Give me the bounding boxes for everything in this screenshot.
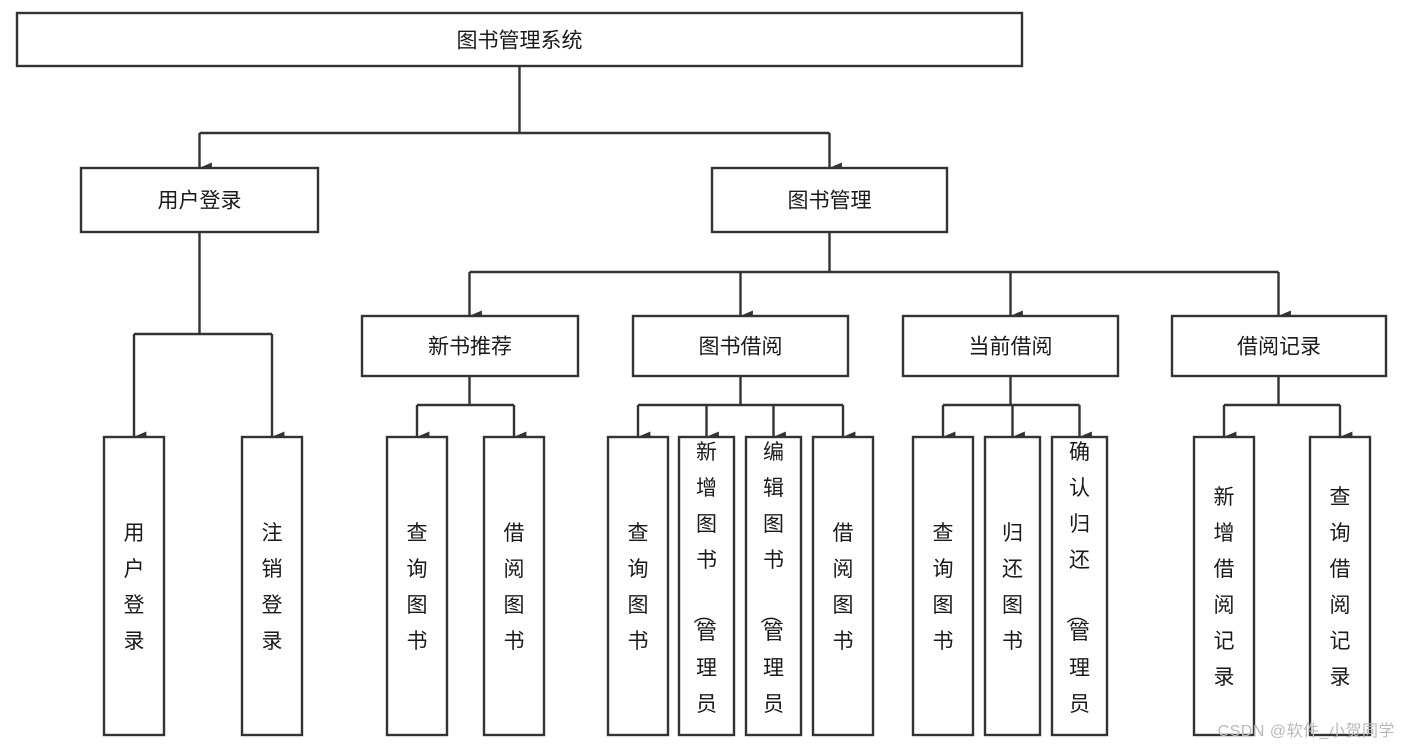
node-book-manage[interactable]: 图书管理 <box>710 166 949 234</box>
leaf-borrow-book-rec-box <box>482 435 546 737</box>
node-new-book-recommend-box <box>360 314 580 378</box>
node-new-book-recommend[interactable]: 新书推荐 <box>360 314 580 378</box>
node-new-book-recommend-label: 新书推荐 <box>428 336 512 359</box>
node-book-manage-box <box>710 166 949 234</box>
leaf-confirm-return-box <box>1050 435 1109 737</box>
node-user-login-label: 用户登录 <box>158 190 242 213</box>
leaf-query-book-rec[interactable]: 查询图书 <box>385 435 449 737</box>
node-current-borrow-box <box>901 314 1120 378</box>
leaf-borrow-book-rec[interactable]: 借阅图书 <box>482 435 546 737</box>
leaf-edit-book-box <box>744 435 803 737</box>
node-book-borrow[interactable]: 图书借阅 <box>631 314 850 378</box>
leaf-user-login-box <box>102 435 166 737</box>
leaf-query-record-box <box>1308 435 1372 737</box>
node-root-label: 图书管理系统 <box>457 30 583 53</box>
node-root[interactable]: 图书管理系统 <box>15 11 1024 68</box>
node-current-borrow-label: 当前借阅 <box>969 336 1053 359</box>
leaf-add-record-box <box>1192 435 1256 737</box>
node-borrow-record-label: 借阅记录 <box>1237 336 1321 359</box>
connector-layer <box>132 66 1353 443</box>
leaf-borrow-book-rec-label: 借阅图书 <box>504 522 525 653</box>
node-borrow-record-box <box>1170 314 1388 378</box>
leaf-query-book-cur-label: 查询图书 <box>933 522 954 653</box>
leaf-confirm-return-label: 确认归还（管理员） <box>1064 441 1090 747</box>
leaf-logout[interactable]: 注销登录 <box>240 435 304 737</box>
leaf-query-record[interactable]: 查询借阅记录 <box>1308 435 1372 737</box>
leaf-add-book-label: 新增图书（管理员） <box>691 441 717 747</box>
node-borrow-record[interactable]: 借阅记录 <box>1170 314 1388 378</box>
leaf-query-book-rec-label: 查询图书 <box>407 522 428 653</box>
leaf-borrow-book-bor-box <box>811 435 875 737</box>
leaf-query-book-rec-box <box>385 435 449 737</box>
leaf-add-record[interactable]: 新增借阅记录 <box>1192 435 1256 737</box>
leaf-query-book-bor-box <box>606 435 670 737</box>
leaf-return-book[interactable]: 归还图书 <box>983 435 1042 737</box>
node-root-box <box>15 11 1024 68</box>
node-book-borrow-box <box>631 314 850 378</box>
node-user-login-box <box>79 166 320 234</box>
csdn-watermark: CSDN @软件_小贺同学 <box>1217 723 1395 740</box>
leaf-user-login-label: 用户登录 <box>124 522 145 653</box>
leaf-logout-label: 注销登录 <box>262 522 283 653</box>
leaf-add-book[interactable]: 新增图书（管理员） <box>677 435 736 747</box>
leaf-edit-book[interactable]: 编辑图书（管理员） <box>744 435 803 747</box>
node-book-manage-label: 图书管理 <box>788 190 872 213</box>
leaf-borrow-book-bor-label: 借阅图书 <box>833 522 854 653</box>
leaf-query-record-label: 查询借阅记录 <box>1330 486 1351 689</box>
leaf-edit-book-label: 编辑图书（管理员） <box>758 441 784 747</box>
leaf-add-book-box <box>677 435 736 737</box>
leaf-logout-box <box>240 435 304 737</box>
leaf-return-book-box <box>983 435 1042 737</box>
leaf-query-book-cur[interactable]: 查询图书 <box>911 435 975 737</box>
node-user-login[interactable]: 用户登录 <box>79 166 320 234</box>
leaf-query-book-cur-box <box>911 435 975 737</box>
leaf-user-login[interactable]: 用户登录 <box>102 435 166 737</box>
leaf-query-book-bor[interactable]: 查询图书 <box>606 435 670 737</box>
leaf-return-book-label: 归还图书 <box>1002 522 1023 653</box>
leaf-borrow-book-bor[interactable]: 借阅图书 <box>811 435 875 737</box>
leaf-confirm-return[interactable]: 确认归还（管理员） <box>1050 435 1109 747</box>
leaf-query-book-bor-label: 查询图书 <box>628 522 649 653</box>
node-book-borrow-label: 图书借阅 <box>699 336 783 359</box>
leaf-add-record-label: 新增借阅记录 <box>1214 486 1235 689</box>
node-current-borrow[interactable]: 当前借阅 <box>901 314 1120 378</box>
